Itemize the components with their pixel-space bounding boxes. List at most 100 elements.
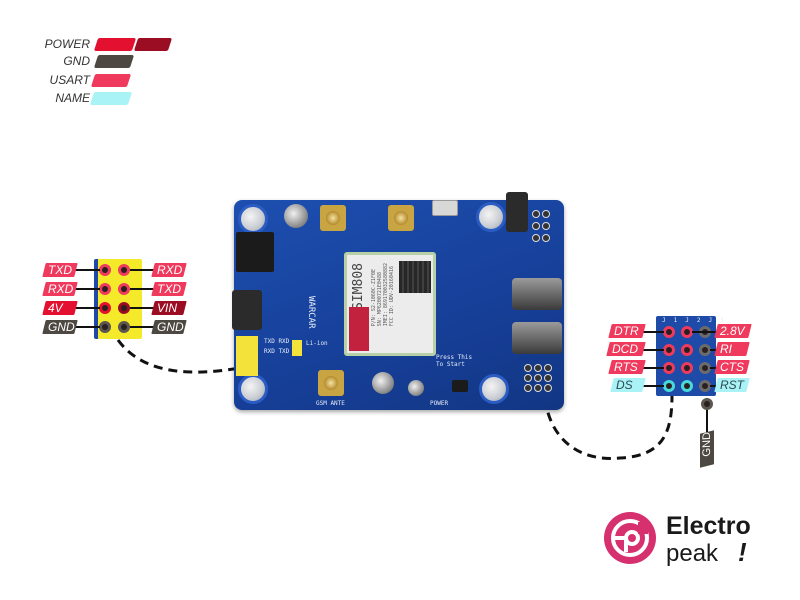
logo-mark — [604, 512, 656, 564]
inductor — [408, 380, 424, 396]
pinhole — [534, 384, 542, 392]
lead — [74, 269, 100, 271]
pin-rxd-right — [118, 264, 130, 276]
pin-label-gnd: GND — [42, 320, 78, 334]
lead — [642, 367, 664, 369]
lead — [642, 385, 664, 387]
li-ion-header — [292, 340, 302, 356]
silk-power: POWER — [430, 400, 449, 407]
pin-gnd-right — [118, 321, 130, 333]
legend-label-gnd: GND — [63, 54, 90, 68]
pin-label-rts: RTS — [608, 360, 646, 374]
pinhole — [532, 210, 540, 218]
sma-connector — [318, 370, 344, 396]
sma-connector — [320, 205, 346, 231]
silk-brand: WARCAR — [306, 296, 316, 329]
pinhole — [524, 374, 532, 382]
micro-usb-port — [432, 200, 458, 216]
pin-rst — [681, 380, 693, 392]
silk-press-to-start: Press This To Start — [436, 354, 473, 368]
pin-label-gnd: GND — [151, 320, 187, 334]
pin-gnd — [701, 398, 713, 410]
qr-code — [399, 261, 431, 293]
logo-exclamation: ! — [738, 537, 747, 567]
capacitor — [372, 372, 394, 394]
pinhole — [534, 374, 542, 382]
pinhole — [532, 234, 540, 242]
audio-jack — [506, 192, 528, 232]
pin-label-ri: RI — [714, 342, 750, 356]
regulator-chip — [236, 232, 274, 272]
uart-header — [236, 336, 258, 376]
pinhole — [544, 364, 552, 372]
silk-li-ion: Li-ion — [306, 340, 328, 347]
module-info: P/N: S2-1060C-Z1F0E SN: MP6200721E0488 I… — [371, 263, 395, 326]
pin-label-rxd: RXD — [151, 263, 187, 277]
pin-label-4v: 4V — [42, 301, 78, 315]
sma-connector — [388, 205, 414, 231]
lead — [710, 385, 718, 387]
pin-txd-right — [118, 283, 130, 295]
power-button — [452, 380, 468, 392]
pin-rxd-left — [99, 283, 111, 295]
legend-label-power: POWER — [44, 37, 90, 51]
legend-label-usart: USART — [49, 73, 90, 87]
lead — [74, 288, 100, 290]
pin-dcd — [663, 344, 675, 356]
mount-hole — [479, 374, 509, 404]
pinhole — [542, 210, 550, 218]
pin-label-dcd: DCD — [606, 342, 646, 356]
lead — [692, 331, 718, 333]
pin-txd-left — [99, 264, 111, 276]
pin-label-2-8v: 2.8V — [714, 324, 752, 338]
audio-connector — [512, 322, 562, 354]
pin-4v — [99, 302, 111, 314]
silk-rxd-txd: RXD TXD — [264, 348, 290, 355]
pin-label-rxd: RXD — [42, 282, 78, 296]
pinhole — [542, 234, 550, 242]
audio-connector — [512, 278, 562, 310]
pin-j3 — [699, 362, 711, 374]
lead — [642, 349, 664, 351]
pin-label-vin: VIN — [151, 301, 187, 315]
pin-2-8v — [681, 326, 693, 338]
cable-left — [116, 339, 241, 374]
pinhole — [544, 374, 552, 382]
pinhole — [524, 364, 532, 372]
pinhole — [532, 222, 540, 230]
silk-txd-rxd: TXD RXD — [264, 338, 290, 345]
mount-hole — [476, 202, 506, 232]
lead — [710, 367, 718, 369]
pin-label-ds: DS — [610, 378, 646, 392]
pin-ds — [663, 380, 675, 392]
module-name: SIM808 — [351, 263, 366, 310]
lead — [710, 349, 718, 351]
mount-hole — [238, 374, 268, 404]
lead — [642, 331, 664, 333]
simcom-logo-band — [349, 307, 369, 351]
logo-glyph-icon — [611, 519, 649, 557]
lead — [130, 307, 154, 309]
cable-right — [543, 394, 674, 460]
logo-text-peak: peak — [666, 540, 719, 567]
pinhole — [544, 384, 552, 392]
pin-j3 — [699, 344, 711, 356]
pin-label-gnd: GND — [700, 430, 714, 468]
module-line: FCC ID: UDV-20160416 — [389, 266, 395, 327]
lead — [74, 326, 100, 328]
lead — [130, 269, 154, 271]
power-jack — [232, 290, 262, 330]
lead — [130, 326, 154, 328]
pin-dtr — [663, 326, 675, 338]
mount-hole — [238, 204, 268, 234]
logo-text-electro: Electro — [666, 512, 751, 540]
sim808-module: SIM808 P/N: S2-1060C-Z1F0E SN: MP6200721… — [344, 252, 436, 356]
pinhole — [542, 222, 550, 230]
pin-cts — [681, 362, 693, 374]
pinhole — [534, 364, 542, 372]
legend-label-name: NAME — [55, 91, 90, 105]
lead — [74, 307, 100, 309]
pin-j3 — [699, 380, 711, 392]
pin-label-txd: TXD — [42, 263, 78, 277]
pin-label-txd: TXD — [151, 282, 187, 296]
